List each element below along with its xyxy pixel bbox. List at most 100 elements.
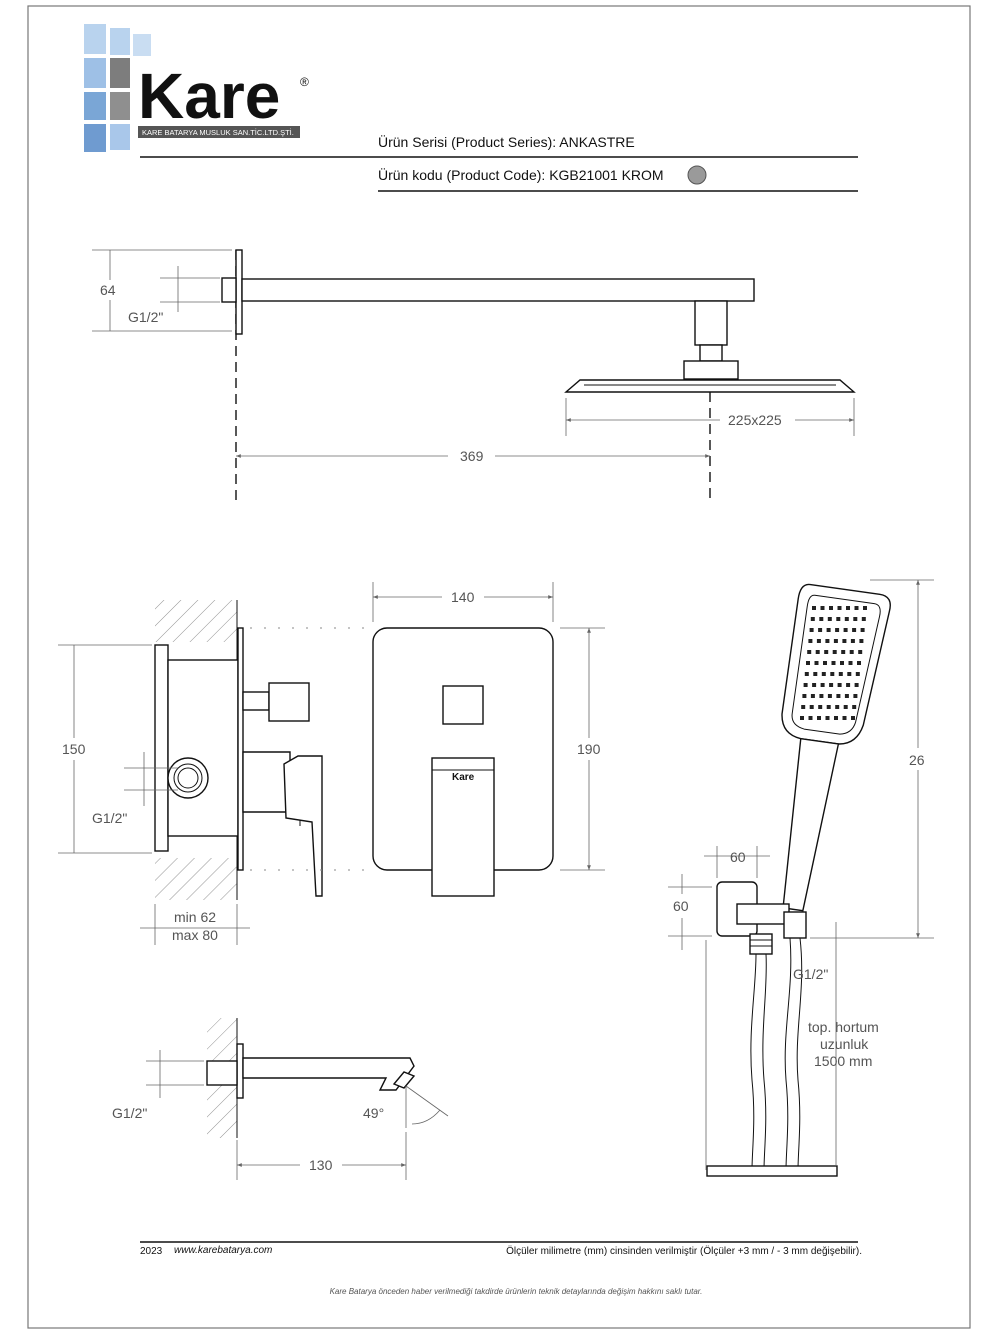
- nozzle: [832, 650, 837, 654]
- dim-hand-shower-length: 26: [909, 752, 925, 768]
- nozzle: [827, 617, 832, 621]
- nozzle: [821, 672, 826, 676]
- page-border: [27, 5, 971, 1329]
- dim-depth-min: min 62: [174, 909, 216, 925]
- dim-arm-thread: G1/2": [128, 309, 163, 325]
- nozzle: [851, 716, 855, 720]
- spray-nozzles: [800, 606, 867, 720]
- nozzle: [846, 683, 851, 687]
- nozzle: [813, 672, 818, 676]
- nozzle: [838, 672, 843, 676]
- nozzle: [815, 650, 820, 654]
- nozzle: [849, 650, 854, 654]
- valve-front-view: Kare 140 190: [372, 582, 605, 897]
- dim-holder-height: 60: [673, 898, 689, 914]
- nozzle: [826, 705, 831, 709]
- faucet-brand-mark: Kare: [452, 772, 475, 783]
- brand-name: Kare: [138, 60, 280, 132]
- nozzle: [852, 705, 857, 709]
- nozzle: [842, 639, 847, 643]
- nozzle: [855, 672, 860, 676]
- nozzle: [818, 628, 823, 632]
- nozzle: [809, 628, 814, 632]
- nozzle: [825, 639, 830, 643]
- nozzle: [809, 705, 814, 709]
- nozzle: [846, 606, 850, 610]
- nozzle: [818, 705, 823, 709]
- nozzle: [823, 661, 827, 665]
- nozzle: [825, 716, 830, 720]
- nozzle: [829, 683, 834, 687]
- nozzle: [858, 650, 863, 654]
- nozzle: [808, 716, 813, 720]
- dim-valve-width: 140: [451, 589, 475, 605]
- nozzle: [860, 628, 865, 632]
- nozzle: [843, 705, 848, 709]
- nozzle: [854, 683, 859, 687]
- nozzle: [824, 650, 829, 654]
- nozzle: [814, 661, 819, 665]
- dim-arm-height: 64: [100, 282, 116, 298]
- dim-holder-thread: G1/2": [793, 966, 828, 982]
- nozzle: [854, 606, 859, 610]
- dim-valve-thread: G1/2": [92, 810, 127, 826]
- dim-box-height: 150: [62, 741, 86, 757]
- nozzle: [840, 661, 844, 665]
- nozzle: [841, 650, 846, 654]
- hand-shower-view: 26 60 60 G1/2" top. hortum uzunluk 1500 …: [668, 579, 934, 1177]
- nozzle: [820, 683, 825, 687]
- nozzle: [810, 694, 815, 698]
- nozzle: [859, 639, 864, 643]
- spout-view: 49° G1/2" 130: [112, 1018, 449, 1180]
- shower-arm-view: 64 G1/2" 225x225 369: [92, 249, 856, 500]
- nozzle: [801, 705, 806, 709]
- nozzle: [837, 606, 842, 610]
- nozzle: [863, 606, 867, 610]
- nozzle: [802, 694, 807, 698]
- kare-logo: Kare ® KARE BATARYA MUSLUK SAN.TİC.LTD.Ş…: [84, 24, 309, 152]
- footer-year: 2023: [140, 1246, 163, 1257]
- nozzle: [836, 694, 841, 698]
- registered-mark: ®: [300, 75, 309, 89]
- nozzle: [844, 694, 849, 698]
- nozzle: [844, 617, 849, 621]
- nozzle: [833, 639, 838, 643]
- dim-spout-angle: 49°: [363, 1105, 384, 1121]
- hose-length-line2: uzunluk: [820, 1036, 869, 1052]
- footer-units-note: Ölçüler milimetre (mm) cinsinden verilmi…: [506, 1245, 862, 1257]
- nozzle: [852, 628, 857, 632]
- dim-arm-length: 369: [460, 448, 484, 464]
- hose-length-line3: 1500 mm: [814, 1053, 872, 1069]
- chrome-finish-swatch: [687, 165, 707, 185]
- nozzle: [830, 672, 835, 676]
- nozzle: [806, 661, 810, 665]
- nozzle: [804, 672, 809, 676]
- dim-spout-thread: G1/2": [112, 1105, 147, 1121]
- nozzle: [831, 661, 836, 665]
- nozzle: [812, 683, 817, 687]
- code-label: Ürün kodu (Product Code): KGB21001 KROM: [378, 166, 664, 183]
- nozzle: [857, 661, 861, 665]
- nozzle: [835, 705, 840, 709]
- nozzle: [800, 716, 804, 720]
- nozzle: [837, 683, 842, 687]
- nozzle: [834, 716, 838, 720]
- nozzle: [812, 606, 816, 610]
- nozzle: [853, 617, 858, 621]
- nozzle: [848, 661, 853, 665]
- nozzle: [816, 639, 821, 643]
- nozzle: [803, 683, 808, 687]
- footer-disclaimer: Kare Batarya önceden haber verilmediği t…: [330, 1287, 703, 1296]
- nozzle: [808, 639, 813, 643]
- nozzle: [850, 639, 855, 643]
- nozzle: [835, 628, 840, 632]
- dim-spout-length: 130: [309, 1157, 333, 1173]
- nozzle: [836, 617, 841, 621]
- nozzle: [827, 694, 832, 698]
- nozzle: [817, 716, 821, 720]
- nozzle: [819, 694, 824, 698]
- nozzle: [829, 606, 833, 610]
- dim-holder-width: 60: [730, 849, 746, 865]
- nozzle: [843, 628, 848, 632]
